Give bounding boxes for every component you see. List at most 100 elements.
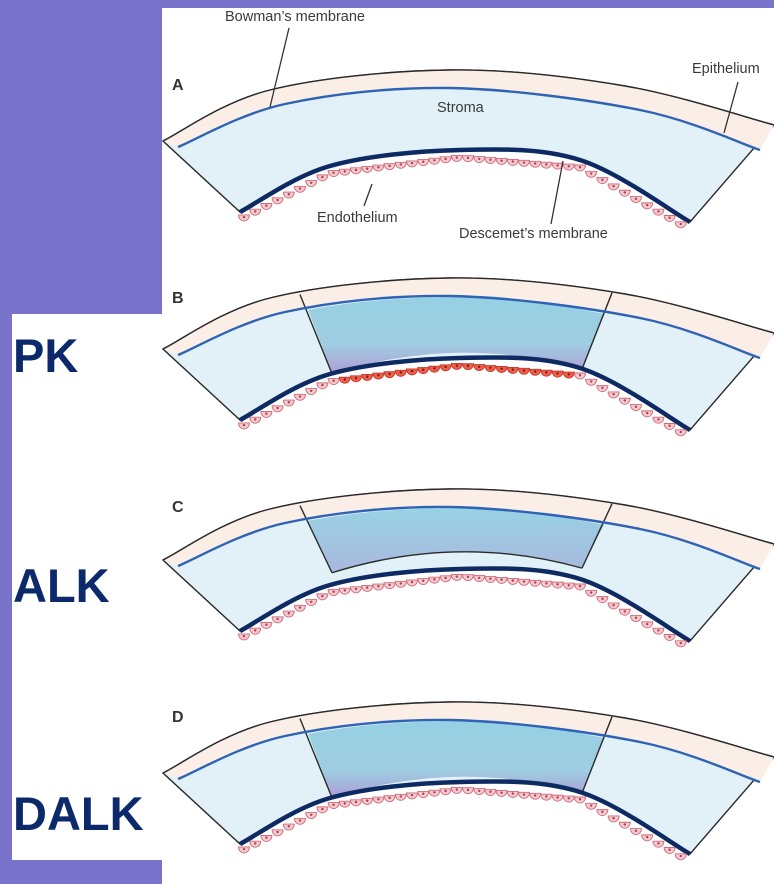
endothelial-cell-nucleus [422,368,425,371]
endothelial-cell-nucleus [343,802,346,805]
descemets-membrane [238,147,692,224]
graft-region [308,297,604,374]
endothelial-cell-nucleus [623,399,626,402]
graft-region [308,721,604,798]
endothelial-cell-nucleus [242,423,246,427]
panel-letter-d: D [172,709,184,726]
endothelial-cell-nucleus [534,370,537,373]
endothelial-cell-nucleus [343,378,346,381]
endothelial-cell-nucleus [478,157,481,160]
endothelial-cell-nucleus [545,795,548,798]
endothelial-cell-nucleus [377,798,380,801]
epithelium-layer [163,701,774,782]
endothelial-cell-nucleus [545,371,548,374]
descemets-membrane [238,355,692,432]
endothelial-cell-nucleus [321,383,324,387]
endothelial-cell-nucleus [657,210,660,213]
endothelial-cell-nucleus [578,166,582,169]
endothelial-cell-nucleus [354,168,358,172]
endothelial-cell-nucleus [388,583,391,587]
cornea-panel-d [161,701,774,861]
endothelial-cell-nucleus [455,788,458,791]
endothelial-cell-nucleus [276,198,279,202]
endothelium-cells [238,786,687,861]
endothelial-cell-nucleus [298,819,302,822]
endothelial-cell-nucleus [567,165,570,168]
endothelial-cell-nucleus [522,161,526,164]
epithelium-label: Epithelium [692,61,760,77]
endothelial-cell-nucleus [668,424,671,427]
endothelial-cell-nucleus [522,369,526,372]
endothelial-cell-nucleus [466,156,470,160]
endothelial-cell-nucleus [343,589,346,592]
endothelial-cell-nucleus [489,366,492,369]
endothelial-cell-nucleus [601,386,604,390]
endothelial-cell-nucleus [366,375,369,378]
endothelial-cell-nucleus [310,813,313,817]
endothelial-cell-nucleus [276,617,279,621]
endothelial-cell-nucleus [623,823,626,826]
endothelial-cell-nucleus [332,590,335,593]
endothelial-cell-nucleus [433,367,436,370]
epithelium-layer [163,69,774,150]
endothelial-cell-nucleus [287,401,290,404]
endothelium-label: Endothelium [317,210,398,226]
bowmans-membrane [177,294,761,360]
endothelial-cell-nucleus [657,629,660,632]
endothelial-cell-nucleus [634,829,638,832]
endothelial-cell-nucleus [242,847,246,851]
endothelial-cell-nucleus [634,616,638,619]
endothelial-cell-nucleus [466,364,470,368]
endothelial-cell-nucleus [522,793,526,796]
graft-incision-left [299,505,333,574]
endothelial-cell-nucleus [310,181,313,185]
endothelial-cell-nucleus [466,575,470,579]
endothelial-cell-nucleus [478,576,481,579]
epithelium-layer [163,488,774,569]
endothelial-cell-nucleus [601,178,604,182]
endothelial-cell-nucleus [511,792,514,795]
endothelial-cell-nucleus [489,577,492,580]
endothelial-cell-nucleus [388,372,391,376]
endothelial-cell-nucleus [254,418,257,421]
endothelial-cell-nucleus [422,579,425,582]
descemets-membrane [238,566,692,643]
anterior-surface [162,277,774,350]
endothelial-cell-nucleus [298,395,302,398]
endothelial-cell-nucleus [590,172,593,175]
endothelial-cell-nucleus [679,854,682,858]
endothelial-cell-nucleus [455,575,458,578]
anterior-surface [162,69,774,142]
endothelial-cell-nucleus [399,795,402,798]
endothelial-cell-nucleus [646,411,649,415]
endothelial-cell-nucleus [332,171,335,174]
endothelium-leader [363,183,373,207]
descemets-membrane-label: Descemet’s membrane [459,226,608,242]
endothelial-cell-nucleus [657,842,660,845]
endothelial-cell-nucleus [522,580,526,583]
endothelial-cell-nucleus [578,374,582,377]
endothelial-cell-nucleus [634,197,638,200]
endothelial-cell-nucleus [489,790,492,793]
panel-letter-a: A [172,77,184,94]
endothelial-cell-nucleus [265,412,268,415]
endothelial-cell-nucleus [534,581,537,584]
stroma-body [161,69,774,223]
endothelial-cell-nucleus [646,203,649,207]
dalk-label: DALK [13,787,144,840]
stroma-label: Stroma [437,100,485,116]
endothelial-cell-nucleus [612,184,615,188]
graft-incision-right [581,716,613,794]
endothelial-cell-nucleus [455,156,458,159]
endothelial-cell-nucleus [276,406,279,410]
endothelial-cell-nucleus [590,804,593,807]
endothelial-cell-nucleus [511,579,514,582]
anterior-surface [162,488,774,561]
endothelial-cell-nucleus [354,376,358,380]
endothelial-cell-nucleus [545,163,548,166]
endothelial-cell-nucleus [590,380,593,383]
cornea-panel-a [161,69,774,229]
endothelial-cell-nucleus [601,597,604,601]
